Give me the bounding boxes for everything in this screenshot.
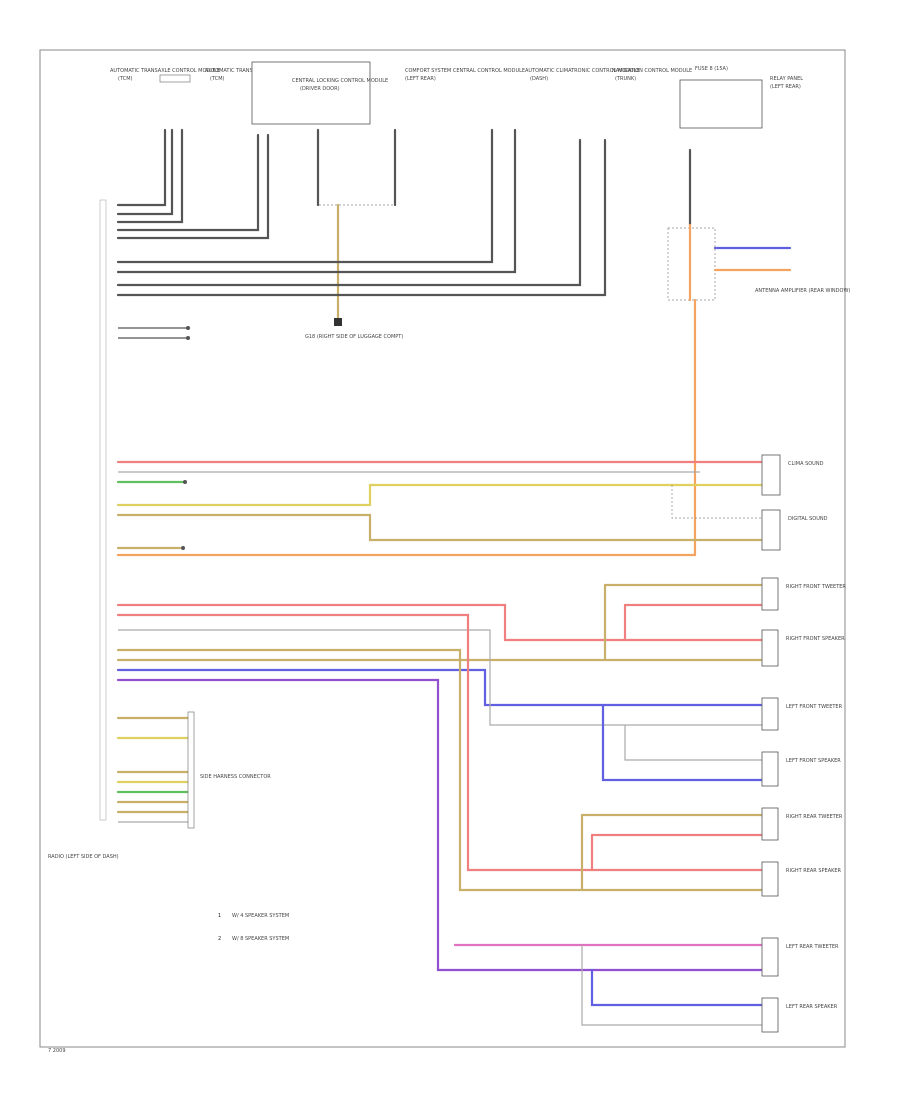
legend: 1 W/ 4 SPEAKER SYSTEM 2 W/ 8 SPEAKER SYS… <box>218 913 289 942</box>
module-sub: (TCM) <box>118 76 133 82</box>
module-sub: (TCM) <box>210 76 225 82</box>
legend-text: W/ 4 SPEAKER SYSTEM <box>232 913 289 919</box>
wire-rf-spk-red <box>116 603 764 642</box>
module-label: RELAY PANEL <box>770 76 803 82</box>
upper-components: CLIMA SOUND DIGITAL SOUND <box>761 454 828 551</box>
module-sub: (DRIVER DOOR) <box>300 86 340 92</box>
component-label: DIGITAL SOUND <box>788 516 828 522</box>
wire-nav-a <box>116 138 607 297</box>
wire-lr-spk-gray <box>581 945 762 1026</box>
wire-tan-digital <box>116 513 764 542</box>
wire-tcm1-b <box>116 128 174 216</box>
wire-lf-tweeter-gray <box>118 629 762 726</box>
digital-dash <box>671 485 762 519</box>
module-box-central <box>251 61 371 125</box>
module-label: AUTOMATIC TRANSAXLE CONTROL MODULE <box>110 68 220 74</box>
antenna-connector-box <box>667 227 716 301</box>
wire-clima-a <box>116 138 582 287</box>
module-comfort: COMFORT SYSTEM CENTRAL CONTROL MODULE (L… <box>405 68 525 82</box>
page-id: 7 2009 <box>48 1048 66 1054</box>
module-navigation: NAVIGATION CONTROL MODULE (TRUNK) <box>612 68 692 82</box>
lr-speaker-box <box>761 997 779 1033</box>
harness-connector: SIDE HARNESS CONNECTOR <box>116 711 271 829</box>
wire-yellow-clima <box>116 483 764 507</box>
wire-rr-spk-tan <box>116 648 764 892</box>
wire-tcm1-a <box>116 128 167 207</box>
component-label: RIGHT REAR SPEAKER <box>786 868 842 874</box>
wire-tcm2-b <box>116 133 270 240</box>
lr-tweeter-box <box>761 937 779 977</box>
wire-comfort-a <box>116 128 494 264</box>
wire-comfort-b <box>116 128 517 274</box>
rr-tweeter-box <box>761 807 779 841</box>
component-label: RIGHT REAR TWEETER <box>786 814 843 820</box>
component-label: LEFT REAR TWEETER <box>786 944 839 950</box>
digital-sound-box <box>761 509 781 551</box>
wire-lf-tweeter-blue <box>116 668 764 707</box>
clima-sound-box <box>761 454 781 496</box>
module-tcm-1: AUTOMATIC TRANSAXLE CONTROL MODULE (TCM) <box>110 68 220 83</box>
rf-tweeter-box <box>761 577 779 611</box>
top-modules: AUTOMATIC TRANSAXLE CONTROL MODULE (TCM)… <box>110 61 803 129</box>
module-central-locking: CENTRAL LOCKING CONTROL MODULE (DRIVER D… <box>292 78 388 92</box>
module-sub: (DASH) <box>530 76 548 82</box>
component-label: RIGHT FRONT SPEAKER <box>786 636 845 642</box>
module-label: CENTRAL LOCKING CONTROL MODULE <box>292 78 388 84</box>
ground-icon <box>334 318 342 326</box>
module-sub: (LEFT REAR) <box>770 84 801 90</box>
wire-rr-spk-red <box>116 613 764 872</box>
wire-orange-long <box>116 298 697 557</box>
legend-num: 1 <box>218 913 221 919</box>
antenna-label: ANTENNA AMPLIFIER (REAR WINDOW) <box>755 288 850 294</box>
component-label: RIGHT FRONT TWEETER <box>786 584 846 590</box>
module-label: AUTOMATIC CLIMATRONIC CONTROL MODULE <box>525 68 640 74</box>
wire-lr-spk-blue <box>590 968 764 1007</box>
speaker-components: RIGHT FRONT TWEETER RIGHT FRONT SPEAKER … <box>761 577 846 1033</box>
top-wires <box>116 128 692 322</box>
component-label: LEFT FRONT SPEAKER <box>786 758 841 764</box>
legend-text: W/ 8 SPEAKER SYSTEM <box>232 936 289 942</box>
component-label: CLIMA SOUND <box>788 461 824 467</box>
rr-speaker-box <box>761 861 779 897</box>
antenna-section: ANTENNA AMPLIFIER (REAR WINDOW) <box>116 223 850 557</box>
module-relay-panel: RELAY PANEL (LEFT REAR) <box>770 76 803 90</box>
left-pin-rows <box>118 326 190 340</box>
lf-tweeter-box <box>761 697 779 731</box>
module-climatronic: AUTOMATIC CLIMATRONIC CONTROL MODULE (DA… <box>525 68 640 82</box>
radio-connector: RADIO (LEFT SIDE OF DASH) <box>48 199 119 860</box>
relay-panel-box <box>679 79 763 129</box>
fuse-label: FUSE 8 (15A) <box>695 66 728 72</box>
speaker-wires <box>116 583 764 1026</box>
module-label: COMFORT SYSTEM CENTRAL CONTROL MODULE <box>405 68 525 74</box>
splice-loop <box>317 130 396 206</box>
module-sub: (LEFT REAR) <box>405 76 436 82</box>
wire-lf-spk-gray <box>624 725 762 761</box>
module-sub: (TRUNK) <box>615 76 636 82</box>
component-label: LEFT REAR SPEAKER <box>786 1004 838 1010</box>
wire-lf-spk-blue <box>601 703 764 782</box>
wire-tcm2-a <box>116 133 260 232</box>
rf-speaker-box <box>761 629 779 667</box>
radio-connector-bar <box>99 199 107 821</box>
component-label: LEFT FRONT TWEETER <box>786 704 843 710</box>
ground-g18: G18 (RIGHT SIDE OF LUGGAGE COMPT) <box>305 318 403 340</box>
harness-label: SIDE HARNESS CONNECTOR <box>200 774 271 780</box>
lf-speaker-box <box>761 751 779 787</box>
ground-label: G18 (RIGHT SIDE OF LUGGAGE COMPT) <box>305 334 403 340</box>
module-label: NAVIGATION CONTROL MODULE <box>612 68 692 74</box>
wire-tcm1-c <box>116 128 184 224</box>
harness-connector-box <box>187 711 195 829</box>
radio-wires <box>116 460 764 550</box>
wire-lr-violet <box>116 678 764 972</box>
diagram-frame <box>39 49 846 1048</box>
legend-num: 2 <box>218 936 221 942</box>
radio-label: RADIO (LEFT SIDE OF DASH) <box>48 854 119 860</box>
